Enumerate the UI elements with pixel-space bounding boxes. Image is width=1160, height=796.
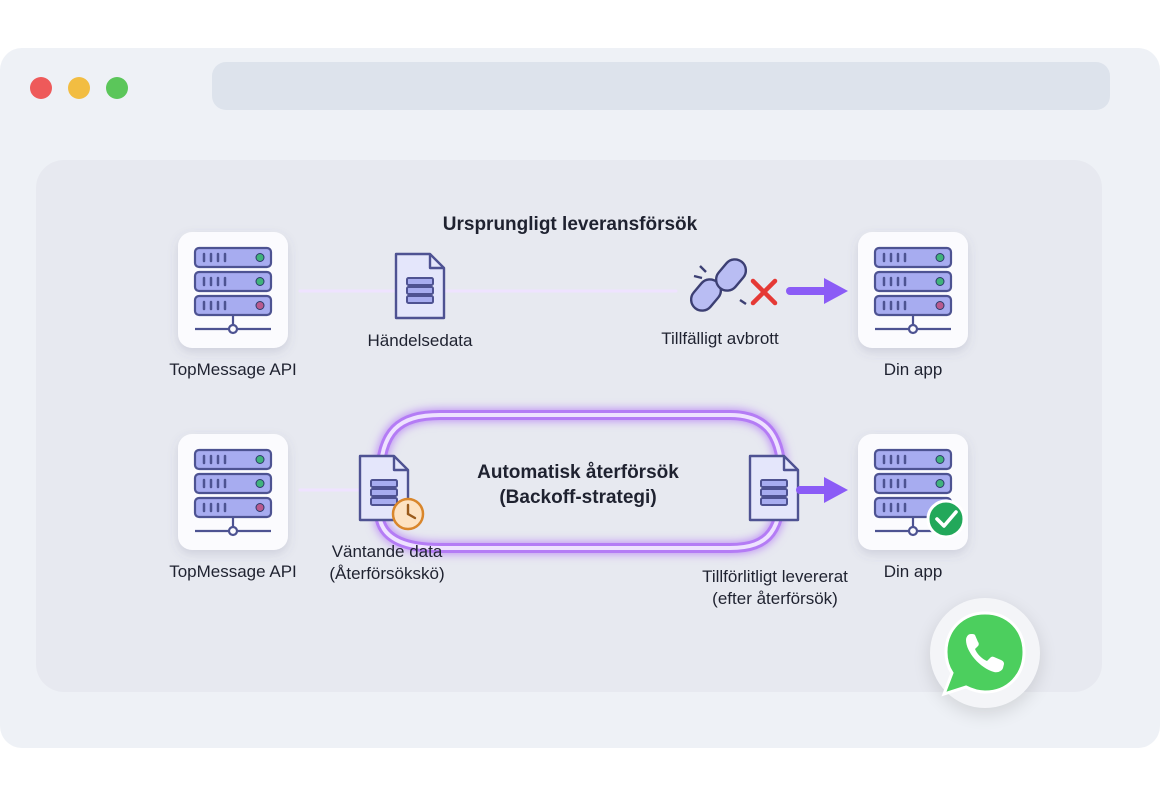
top-title: Ursprungligt leveransförsök <box>443 214 698 235</box>
delivered-label-line1: Tillförlitligt levererat <box>702 567 848 586</box>
address-bar[interactable] <box>212 62 1110 110</box>
top-error-label: Tillfälligt avbrott <box>661 329 779 348</box>
bottom-source-label: TopMessage API <box>169 562 297 581</box>
whatsapp-button[interactable] <box>930 598 1040 708</box>
minimize-button[interactable] <box>68 77 90 99</box>
top-source-label: TopMessage API <box>169 360 297 379</box>
delivered-document-icon <box>748 454 800 522</box>
bottom-arrow <box>796 477 848 503</box>
close-button[interactable] <box>30 77 52 99</box>
whatsapp-icon <box>941 611 1026 697</box>
delivered-label-line2: (efter återförsök) <box>712 589 838 608</box>
queue-label-line2: (Återförsökskö) <box>329 564 445 583</box>
top-payload-label: Händelsedata <box>367 331 473 350</box>
top-target-label: Din app <box>883 360 943 379</box>
x-icon <box>750 278 778 306</box>
bottom-source-server-icon <box>178 434 288 550</box>
clock-icon <box>391 497 425 531</box>
broken-link-icon <box>689 258 748 312</box>
top-payload-document-icon <box>394 252 446 320</box>
bottom-title-line2: (Backoff-strategi) <box>499 487 656 508</box>
bottom-title-line1: Automatisk återförsök <box>477 462 679 483</box>
queue-label-line1: Väntande data <box>331 542 443 561</box>
maximize-button[interactable] <box>106 77 128 99</box>
check-icon <box>926 499 966 539</box>
top-target-server-icon <box>858 232 968 348</box>
top-source-server-icon <box>178 232 288 348</box>
top-arrow <box>786 278 848 304</box>
bottom-target-label: Din app <box>883 562 943 581</box>
